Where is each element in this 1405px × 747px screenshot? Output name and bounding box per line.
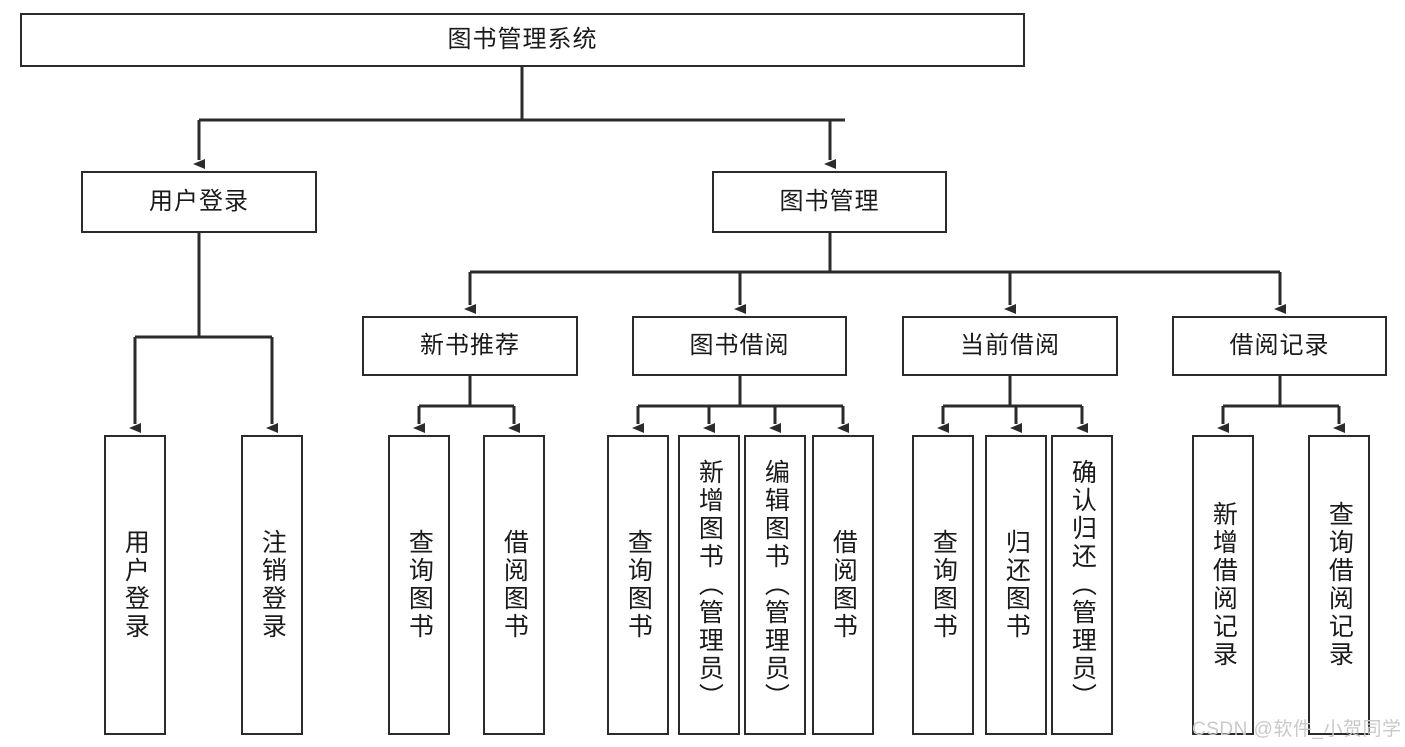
leaf-borrow-book-1[interactable]: 借阅图书 [483, 435, 545, 735]
leaf-logout[interactable]: 注销登录 [241, 435, 303, 735]
leaf-query-book-2-label: 查询图书 [624, 529, 653, 641]
node-root[interactable]: 图书管理系统 [20, 13, 1025, 67]
leaf-query-record[interactable]: 查询借阅记录 [1308, 435, 1370, 735]
leaf-add-record[interactable]: 新增借阅记录 [1192, 435, 1254, 735]
node-book-manage-label: 图书管理 [779, 187, 880, 215]
edge-group-new-book-rec [413, 376, 520, 433]
leaf-return-book-label: 归还图书 [1002, 529, 1031, 641]
leaf-confirm-return-label: 确认归还（管理员） [1068, 459, 1097, 711]
edge-group-current-borrow [937, 376, 1088, 433]
edge-group-borrow-record [1217, 376, 1345, 433]
node-new-book-rec[interactable]: 新书推荐 [362, 316, 578, 376]
leaf-query-book-3[interactable]: 查询图书 [912, 435, 974, 735]
leaf-confirm-return[interactable]: 确认归还（管理员） [1051, 435, 1113, 735]
node-book-manage[interactable]: 图书管理 [712, 171, 947, 233]
node-user-login-label: 用户登录 [149, 187, 249, 215]
edge-group-root [193, 67, 845, 169]
leaf-add-book[interactable]: 新增图书（管理员） [678, 435, 740, 735]
leaf-user-login-label: 用户登录 [121, 529, 150, 641]
leaf-add-book-label: 新增图书（管理员） [695, 459, 724, 711]
leaf-borrow-book-1-label: 借阅图书 [500, 529, 529, 641]
leaf-edit-book-label: 编辑图书（管理员） [761, 459, 790, 711]
leaf-query-book-3-label: 查询图书 [929, 529, 958, 641]
leaf-query-book-2[interactable]: 查询图书 [607, 435, 669, 735]
edge-group-user-login [129, 233, 278, 433]
leaf-add-record-label: 新增借阅记录 [1209, 501, 1238, 669]
node-new-book-rec-label: 新书推荐 [420, 331, 520, 359]
leaf-query-book-1-label: 查询图书 [405, 529, 434, 641]
node-book-borrow[interactable]: 图书借阅 [632, 316, 847, 376]
leaf-user-login[interactable]: 用户登录 [104, 435, 166, 735]
node-user-login[interactable]: 用户登录 [81, 171, 317, 233]
csdn-watermark: CSDN @软件_小贺同学 [1192, 719, 1402, 740]
node-current-borrow[interactable]: 当前借阅 [902, 316, 1118, 376]
node-current-borrow-label: 当前借阅 [960, 331, 1060, 359]
leaf-edit-book[interactable]: 编辑图书（管理员） [744, 435, 806, 735]
leaf-query-book-1[interactable]: 查询图书 [388, 435, 450, 735]
node-borrow-record-label: 借阅记录 [1229, 331, 1330, 359]
leaf-query-record-label: 查询借阅记录 [1325, 501, 1354, 669]
node-book-borrow-label: 图书借阅 [689, 331, 790, 359]
node-root-label: 图书管理系统 [447, 25, 598, 53]
leaf-logout-label: 注销登录 [258, 529, 287, 641]
leaf-borrow-book-2[interactable]: 借阅图书 [812, 435, 874, 735]
leaf-return-book[interactable]: 归还图书 [985, 435, 1047, 735]
node-borrow-record[interactable]: 借阅记录 [1172, 316, 1387, 376]
edge-group-book-borrow [632, 376, 849, 433]
leaf-borrow-book-2-label: 借阅图书 [829, 529, 858, 641]
edge-group-book-manage [464, 233, 1286, 314]
